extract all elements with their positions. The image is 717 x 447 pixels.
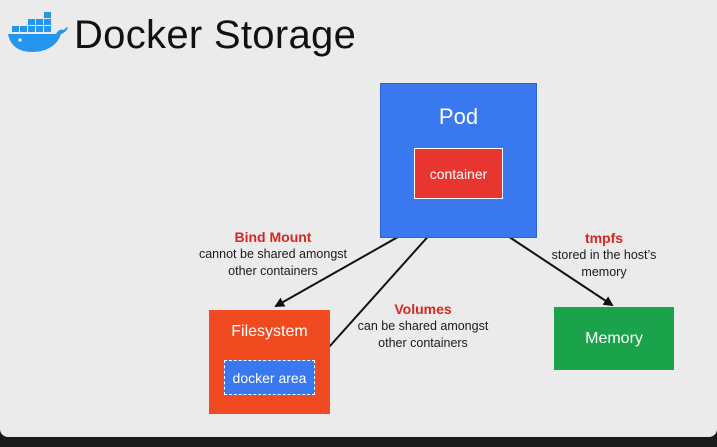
container-label: container: [429, 165, 488, 182]
memory-label: Memory: [585, 329, 643, 347]
slide: Docker Storage Pod container Filesystem …: [0, 0, 717, 437]
filesystem-label: Filesystem: [231, 323, 308, 340]
docker-area-label: docker area: [232, 369, 307, 386]
memory-box: Memory: [554, 307, 674, 370]
docker-whale-icon: [8, 12, 68, 52]
bind-mount-title: Bind Mount: [234, 229, 312, 245]
page-title: Docker Storage: [74, 13, 357, 57]
volumes-title: Volumes: [394, 301, 452, 317]
bind-mount-desc-line2: other containers: [228, 264, 318, 278]
tmpfs-desc-line2: memory: [581, 265, 627, 279]
tmpfs-title: tmpfs: [584, 230, 624, 246]
tmpfs-annotation: tmpfs stored in the host’s memory: [543, 229, 665, 281]
docker-area-box: docker area: [224, 360, 315, 395]
volumes-desc-line2: other containers: [378, 336, 468, 350]
pod-label: Pod: [438, 104, 479, 129]
volumes-annotation: Volumes can be shared amongst other cont…: [343, 300, 503, 352]
tmpfs-desc-line1: stored in the host’s: [551, 248, 657, 262]
volumes-desc-line1: can be shared amongst: [357, 319, 489, 333]
bind-mount-annotation: Bind Mount cannot be shared amongst othe…: [188, 228, 358, 280]
container-box: container: [414, 148, 503, 199]
connector-arrows: [274, 202, 614, 358]
bind-mount-desc-line1: cannot be shared amongst: [198, 247, 348, 261]
